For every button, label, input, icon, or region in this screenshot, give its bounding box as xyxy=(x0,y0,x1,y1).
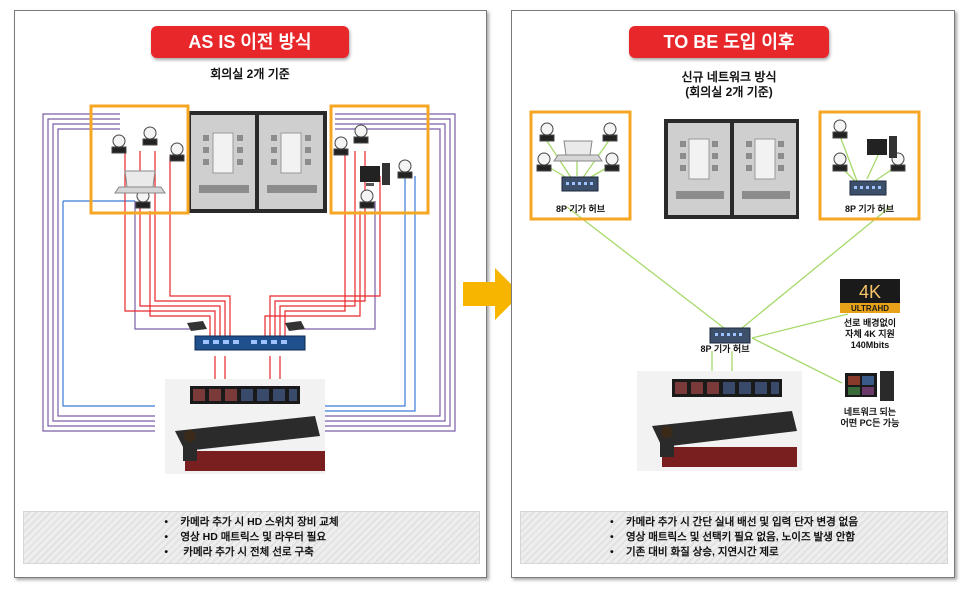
4k-note-line-3: 140Mbits xyxy=(850,340,890,350)
4k-ultrahd-badge xyxy=(840,279,900,313)
to-be-bullet-box: 카메라 추가 시 간단 실내 배선 및 입력 단자 변경 없음 영상 매트릭스 … xyxy=(520,511,948,564)
camera-icon xyxy=(333,124,413,209)
left-camera-group-highlight xyxy=(89,104,190,215)
network-link-group xyxy=(546,135,898,384)
4k-badge-text: 4K xyxy=(859,282,881,302)
left-hub-label: 8P 기가 허브 xyxy=(556,204,605,214)
meeting-room-pair xyxy=(187,111,327,213)
to-be-subtitle-1: 신규 네트워크 방식 xyxy=(681,70,777,84)
workstation-pc-icon xyxy=(845,371,894,401)
to-be-title: TO BE 도입 이후 xyxy=(629,26,829,58)
as-is-title: AS IS 이전 방식 xyxy=(151,26,349,58)
to-be-bullet-3: 기존 대비 화질 상승, 지연시간 제로 xyxy=(610,545,858,560)
desktop-pc-icon xyxy=(867,136,897,158)
camera-icon xyxy=(832,119,906,172)
purple-cable-group xyxy=(42,113,456,432)
to-be-bullet-1: 카메라 추가 시 간단 실내 배선 및 입력 단자 변경 없음 xyxy=(610,515,858,530)
ultrahd-badge-text: ULTRAHD xyxy=(851,304,889,313)
converter-box-icon xyxy=(187,321,305,331)
meeting-room-pair xyxy=(664,119,799,219)
as-is-panel: AS IS 이전 방식 회의실 2개 기준 xyxy=(14,10,487,578)
transition-arrow-icon xyxy=(463,268,521,320)
4k-note-line-1: 선로 배경없이 xyxy=(843,318,897,328)
control-room-illustration xyxy=(165,379,325,474)
as-is-bullet-2: 영상 HD 매트릭스 및 라우터 필요 xyxy=(164,530,338,545)
to-be-panel: TO BE 도입 이후 신규 네트워크 방식 (회의실 2개 기준) xyxy=(511,10,955,578)
to-be-network-diagram: 4K ULTRAHD xyxy=(529,110,921,471)
to-be-bullet-2: 영상 매트릭스 및 선택키 필요 없음, 노이즈 발생 안함 xyxy=(610,530,858,545)
center-hub-label: 8P 기가 허브 xyxy=(700,344,750,354)
to-be-subtitle-2: (회의실 2개 기준) xyxy=(685,85,773,99)
4k-note-line-2: 자체 4K 지원 xyxy=(845,329,895,339)
right-hub-label: 8P 기가 허브 xyxy=(845,204,894,214)
desktop-pc-icon xyxy=(360,163,390,186)
as-is-subtitle: 회의실 2개 기준 xyxy=(210,67,290,81)
control-room-illustration xyxy=(637,371,802,471)
pc-note-line-2: 어떤 PC든 가능 xyxy=(840,418,900,428)
hd-matrix-switch xyxy=(194,335,306,351)
right-camera-group-highlight xyxy=(329,104,430,215)
pc-note-line-1: 네트워크 되는 xyxy=(843,407,897,417)
as-is-bullet-3: 카메라 추가 시 전체 선로 구축 xyxy=(164,545,338,560)
camera-icon xyxy=(536,122,620,172)
laptop-icon xyxy=(553,140,603,162)
network-hub-icon xyxy=(709,327,751,344)
as-is-bullet-1: 카메라 추가 시 HD 스위치 장비 교체 xyxy=(164,515,338,530)
blue-cable-group xyxy=(62,176,416,412)
as-is-bullet-box: 카메라 추가 시 HD 스위치 장비 교체 영상 HD 매트릭스 및 라우터 필… xyxy=(23,511,480,564)
right-hub-group-highlight xyxy=(818,110,921,221)
laptop-icon xyxy=(114,170,166,194)
red-cable-group xyxy=(124,151,381,391)
network-hub-icon xyxy=(849,180,887,196)
as-is-wiring-diagram xyxy=(42,104,456,474)
camera-icon xyxy=(111,126,185,209)
network-hub-icon xyxy=(561,176,599,192)
left-hub-group-highlight xyxy=(529,110,632,221)
